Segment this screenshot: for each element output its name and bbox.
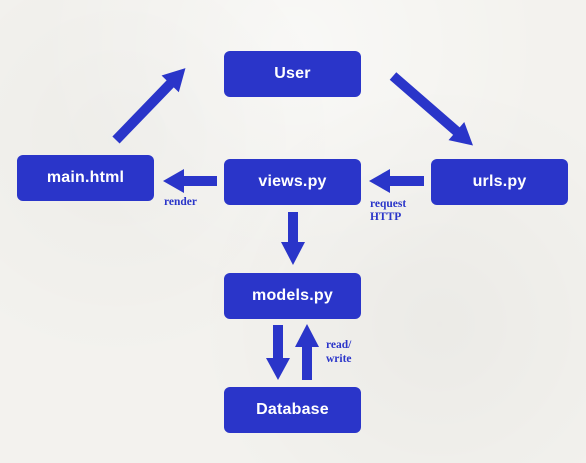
node-user-label: User: [274, 65, 311, 82]
arrow-urls-to-views: [369, 169, 424, 193]
arrow-user-to-urls: [389, 72, 473, 146]
node-models: models.py: [224, 273, 361, 319]
edge-label-read: read/: [326, 339, 352, 351]
arrow-models-to-database: [266, 325, 290, 380]
node-database: Database: [224, 387, 361, 433]
arrow-main-to-user: [112, 68, 186, 144]
edge-label-write: write: [326, 353, 352, 365]
node-main-html: main.html: [17, 155, 154, 201]
node-user: User: [224, 51, 361, 97]
node-views-label: views.py: [258, 173, 327, 190]
node-main-html-label: main.html: [46, 169, 125, 186]
node-urls: urls.py: [431, 159, 568, 205]
node-views: views.py: [224, 159, 361, 205]
edge-label-http: HTTP: [370, 211, 402, 223]
edge-label-render: render: [164, 196, 198, 208]
edge-label-request: request: [370, 198, 407, 210]
node-urls-label: urls.py: [472, 173, 527, 190]
arrow-database-to-models: [295, 324, 319, 380]
arrow-views-to-main: [163, 169, 217, 193]
arrow-views-to-models: [281, 212, 305, 265]
node-database-label: Database: [256, 401, 329, 418]
node-models-label: models.py: [252, 287, 333, 304]
